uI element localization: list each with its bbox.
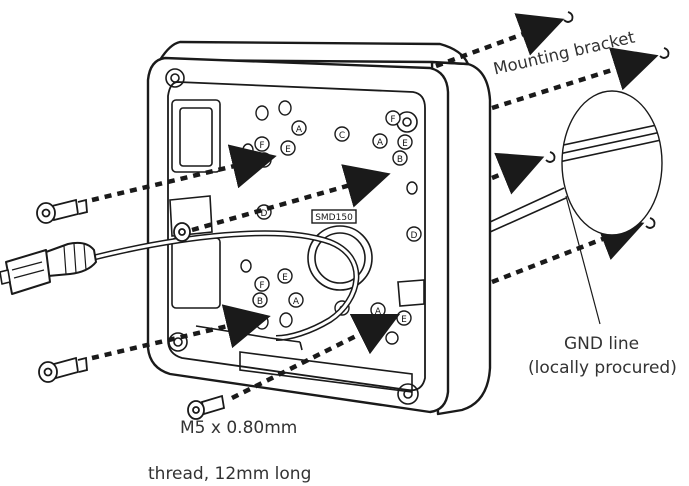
screw-top-left <box>36 198 88 224</box>
svg-text:SMD150: SMD150 <box>315 213 353 223</box>
svg-text:B: B <box>257 297 263 307</box>
svg-text:A: A <box>293 297 300 307</box>
path-bottom-left <box>91 304 271 361</box>
screw-bottom-left <box>38 356 88 383</box>
svg-text:F: F <box>259 281 264 291</box>
svg-text:F: F <box>390 115 395 125</box>
screw-thread-label: thread, 12mm long <box>148 464 312 484</box>
path-bottom <box>230 313 401 401</box>
svg-text:D: D <box>411 231 418 241</box>
lan-cable <box>0 230 360 341</box>
svg-text:E: E <box>282 273 288 283</box>
screw-paths <box>91 144 401 401</box>
gnd-line-label: GND line <box>564 334 640 354</box>
svg-text:A: A <box>375 307 382 317</box>
path-top-left <box>91 144 277 203</box>
svg-text:E: E <box>401 315 407 325</box>
screw-bottom <box>187 394 226 420</box>
box-marking: SMD150 <box>311 209 357 224</box>
screw-spec-label: M5 x 0.80mm <box>180 418 298 438</box>
svg-text:A: A <box>296 125 303 135</box>
gnd-note-label: (locally procured) <box>528 358 677 378</box>
path-right-3 <box>491 152 545 195</box>
path-right-2 <box>491 47 659 111</box>
screw-inner <box>173 222 191 242</box>
screws <box>36 198 226 420</box>
mounting-box <box>146 40 492 416</box>
svg-text:E: E <box>285 145 291 155</box>
hole-group-top-right: F A E B <box>372 110 418 195</box>
svg-text:F: F <box>259 141 264 151</box>
svg-text:B: B <box>397 155 403 165</box>
anchor-holes <box>545 11 670 229</box>
svg-text:A: A <box>377 138 384 148</box>
gnd-callout <box>269 90 663 351</box>
path-inner <box>191 164 391 233</box>
lettered-holes: A E F B C F A E B D D E F B A C A E <box>240 100 422 345</box>
hole-group-mid: D D E F B A C A E <box>240 204 422 345</box>
svg-text:D: D <box>261 209 268 219</box>
svg-text:C: C <box>339 131 345 141</box>
path-right-1 <box>435 13 565 69</box>
anchor-paths <box>435 13 659 285</box>
svg-text:E: E <box>402 139 408 149</box>
